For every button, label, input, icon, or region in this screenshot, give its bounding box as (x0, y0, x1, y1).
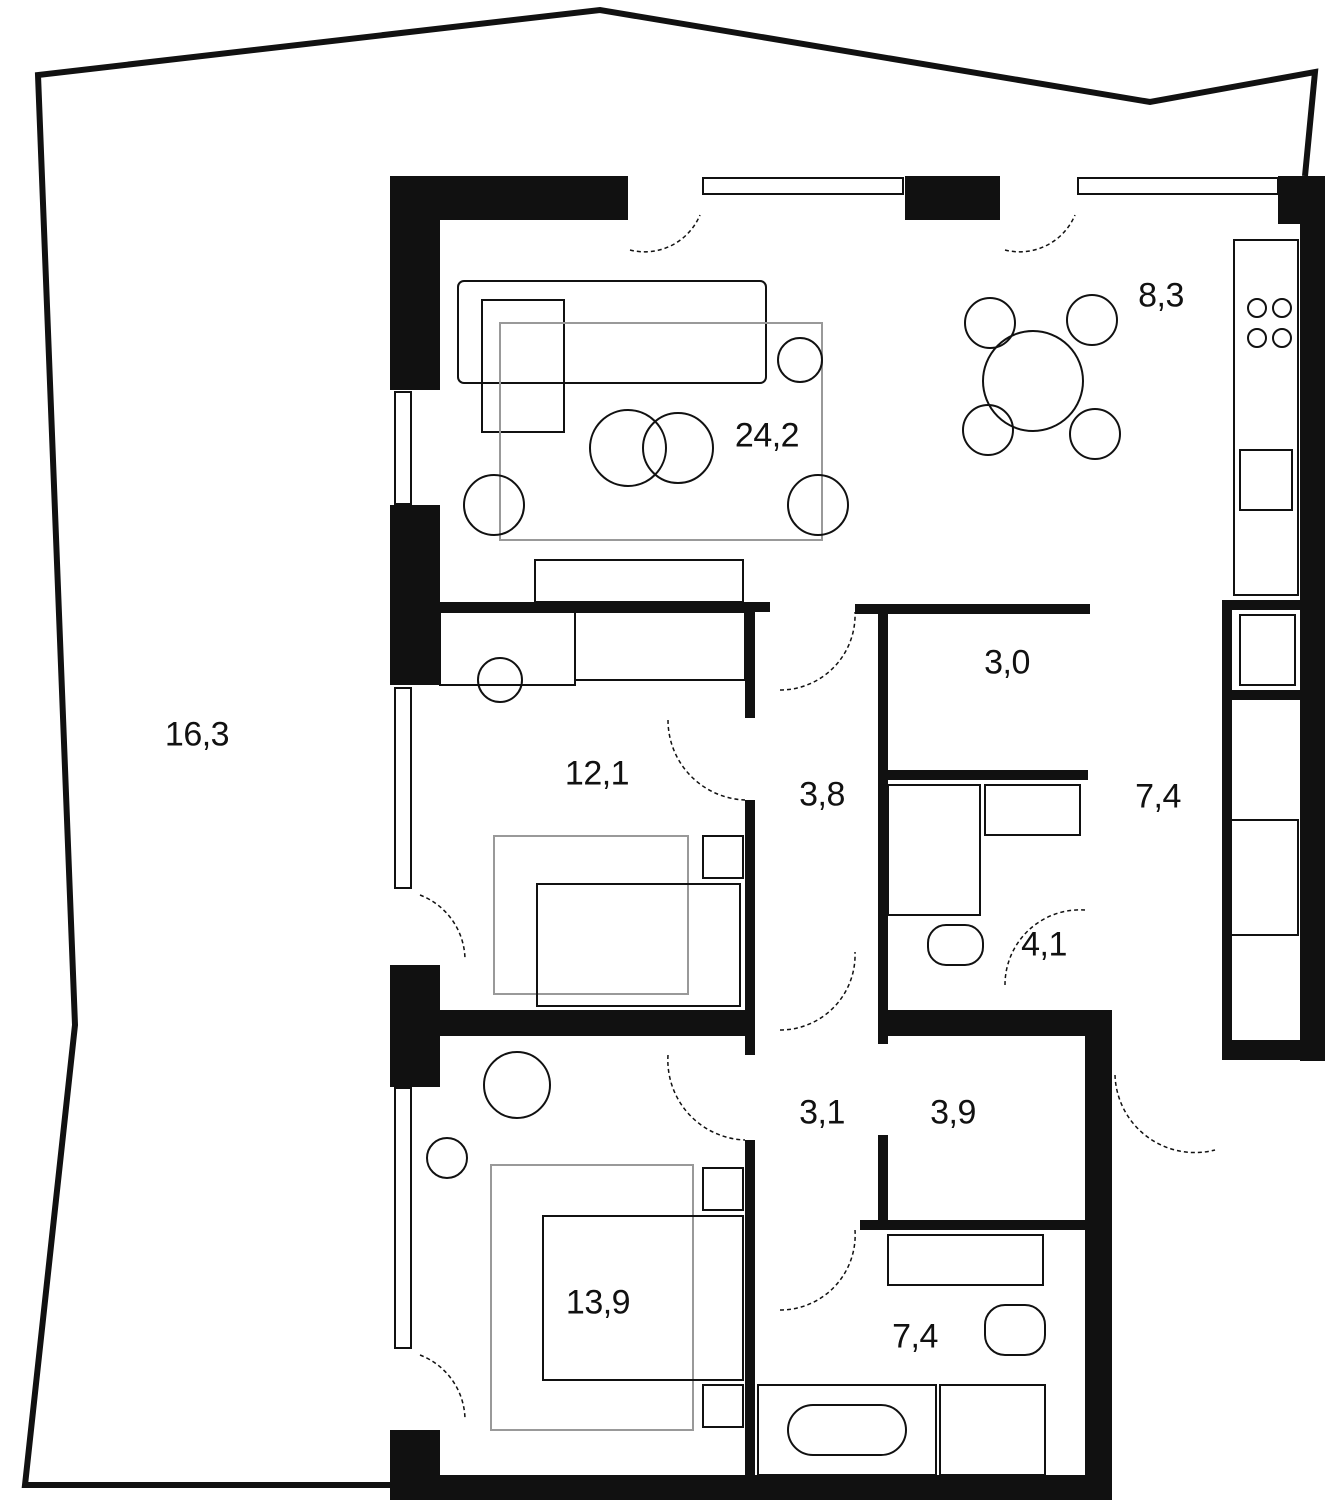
tv-unit (534, 559, 744, 603)
room-area-bedroom-2: 13,9 (565, 1283, 631, 1322)
room-area-corridor-1: 3,8 (799, 775, 845, 814)
dining-table (982, 330, 1084, 432)
bed-2 (542, 1215, 744, 1381)
bathtub (757, 1384, 937, 1476)
room-area-kitchen: 8,3 (1138, 276, 1184, 315)
kitchen-counter (1233, 239, 1299, 596)
room-area-wardrobe-1: 3,0 (984, 643, 1030, 682)
sofa (457, 280, 767, 384)
room-area-bathroom-1: 4,1 (1021, 925, 1067, 964)
room-area-hall: 7,4 (1135, 777, 1181, 816)
room-area-terrace: 16,3 (164, 715, 230, 754)
furniture (426, 239, 1299, 1476)
windows (394, 177, 1279, 1349)
room-area-corridor-2: 3,1 (799, 1093, 845, 1132)
terrace-outline (21, 6, 1319, 1488)
room-area-bathroom-2: 7,4 (892, 1317, 938, 1356)
doors (419, 214, 1216, 1421)
bed-1 (536, 883, 741, 1007)
walls (390, 176, 1325, 1500)
room-area-living: 24,2 (734, 416, 800, 455)
room-area-wardrobe-2: 3,9 (930, 1093, 976, 1132)
room-area-bedroom-1: 12,1 (564, 754, 630, 793)
